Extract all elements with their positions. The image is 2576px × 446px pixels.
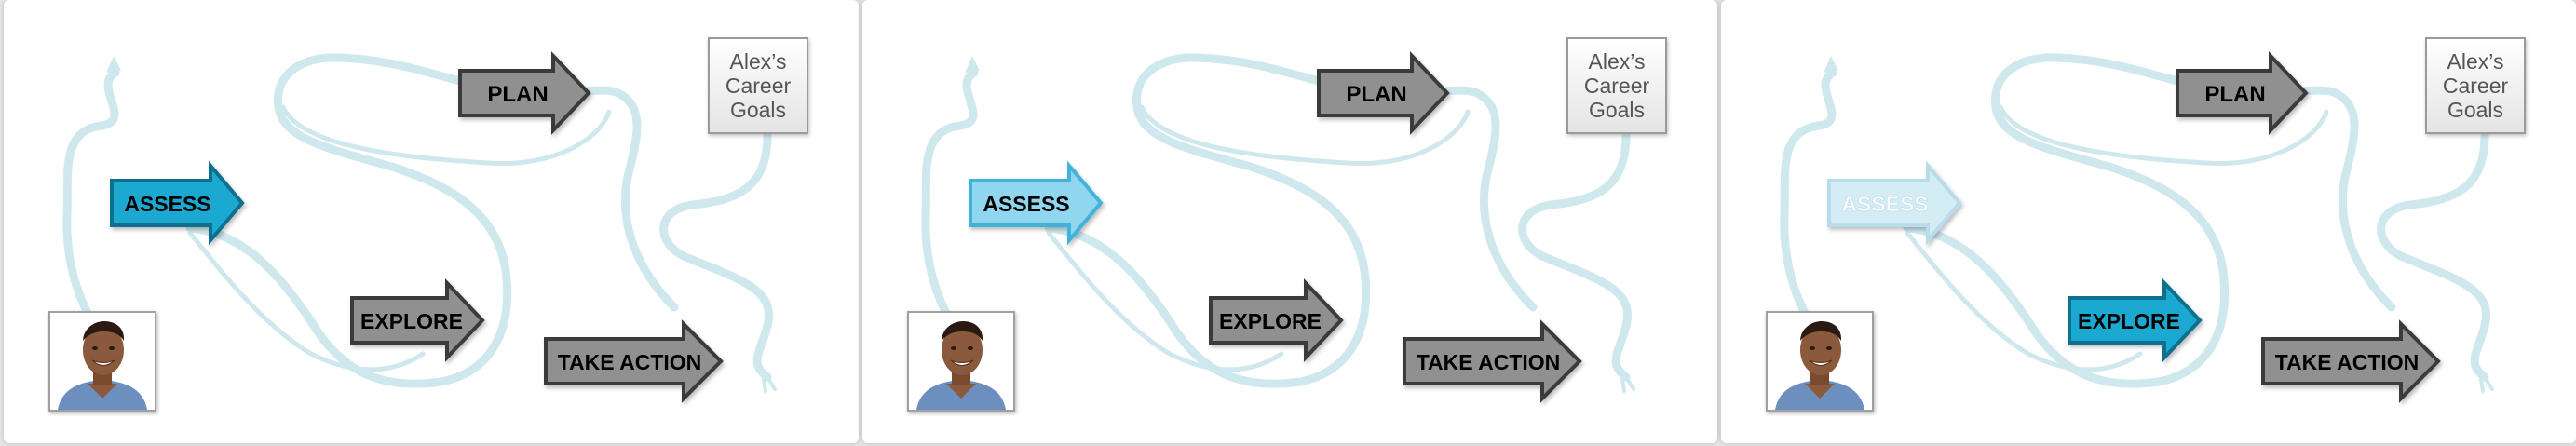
explore-step-arrow[interactable]: EXPLORE	[2068, 277, 2203, 363]
assess-label: ASSESS	[983, 192, 1069, 216]
explore-label: EXPLORE	[2078, 309, 2180, 333]
career-goals-label: Alex’s Career Goals	[725, 49, 792, 122]
winding-path	[921, 53, 1635, 393]
career-goals-label: Alex’s Career Goals	[1583, 49, 1650, 122]
assess-label: ASSESS	[124, 192, 210, 216]
person-photo-icon	[909, 313, 1013, 410]
assess-step-arrow[interactable]: ASSESS	[969, 160, 1104, 246]
take-action-step-arrow[interactable]: TAKE ACTION	[544, 319, 724, 403]
take-action-step-arrow[interactable]: TAKE ACTION	[2261, 319, 2441, 403]
explore-step-arrow[interactable]: EXPLORE	[1209, 277, 1344, 363]
winding-path	[62, 53, 777, 393]
plan-step-arrow[interactable]: PLAN	[1317, 50, 1450, 136]
career-goals-label: Alex’s Career Goals	[2442, 49, 2509, 122]
plan-label: PLAN	[487, 82, 548, 107]
career-goals-box: Alex’s Career Goals	[1566, 37, 1667, 134]
plan-step-arrow[interactable]: PLAN	[458, 50, 591, 136]
take-action-label: TAKE ACTION	[1417, 350, 1561, 374]
panel-3: ASSESS PLAN EXPLORE TAKE ACTION Alex’s C…	[1721, 0, 2576, 443]
assess-step-arrow[interactable]: ASSESS	[1827, 160, 1962, 246]
explore-step-arrow[interactable]: EXPLORE	[350, 277, 485, 363]
assess-label: ASSESS	[1841, 192, 1928, 216]
take-action-label: TAKE ACTION	[2275, 350, 2420, 374]
career-goals-box: Alex’s Career Goals	[708, 37, 808, 134]
person-photo-icon	[1768, 313, 1872, 410]
plan-label: PLAN	[1346, 82, 1406, 107]
avatar	[48, 311, 156, 412]
explore-label: EXPLORE	[1219, 309, 1322, 333]
explore-label: EXPLORE	[360, 309, 463, 333]
avatar	[907, 311, 1015, 412]
take-action-label: TAKE ACTION	[558, 350, 702, 374]
person-photo-icon	[50, 313, 155, 410]
diagram-canvas: ASSESS PLAN EXPLORE TAKE ACTION	[1780, 50, 2494, 403]
diagram-canvas: ASSESS PLAN EXPLORE TAKE ACTION	[921, 50, 1635, 403]
career-goals-box: Alex’s Career Goals	[2425, 37, 2526, 134]
plan-label: PLAN	[2204, 82, 2265, 107]
winding-path	[1780, 53, 2494, 393]
plan-step-arrow[interactable]: PLAN	[2176, 50, 2309, 136]
diagram-canvas: ASSESS PLAN EXPLORE TAKE ACTION	[62, 50, 777, 403]
assess-step-arrow[interactable]: ASSESS	[110, 160, 245, 246]
panel-1: ASSESS PLAN EXPLORE TAKE ACTION Alex’s C…	[4, 0, 859, 443]
panel-2: ASSESS PLAN EXPLORE TAKE ACTION Alex’s C…	[862, 0, 1717, 443]
take-action-step-arrow[interactable]: TAKE ACTION	[1403, 319, 1582, 403]
avatar	[1766, 311, 1874, 412]
